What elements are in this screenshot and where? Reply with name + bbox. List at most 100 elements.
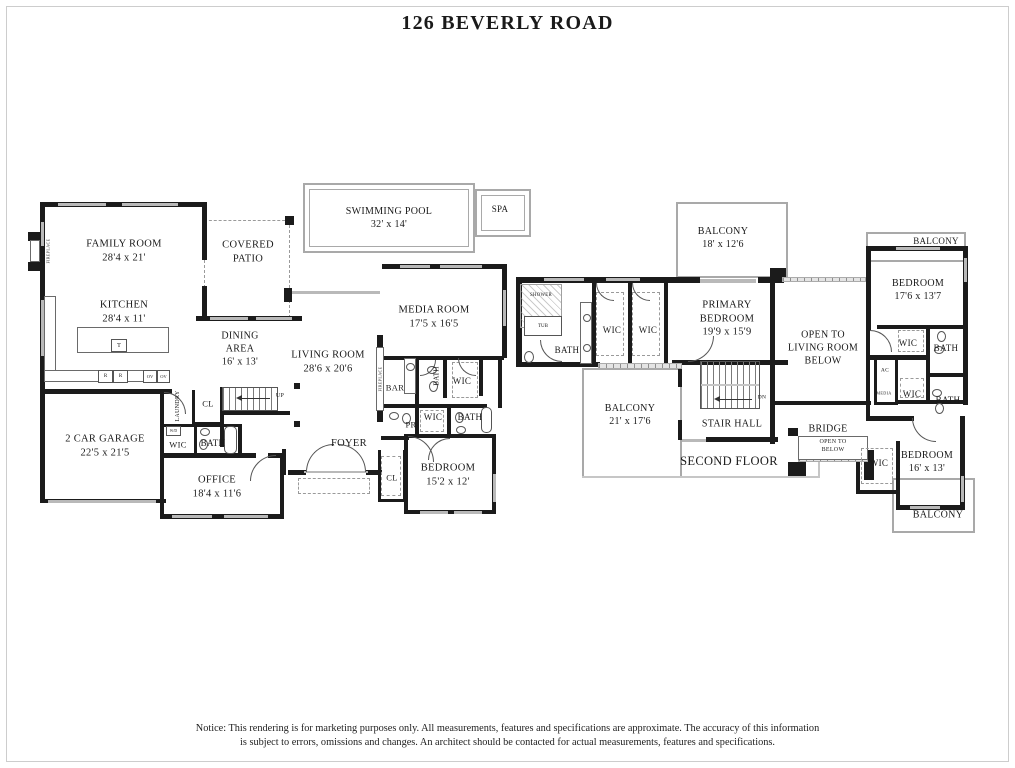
powder-room-label: PR: [405, 419, 417, 430]
front-door-sill: [304, 471, 368, 473]
bed16-right-wall: [960, 416, 965, 510]
window: [224, 515, 268, 518]
stair-divider: [701, 384, 759, 386]
wic8-bottom-wall: [856, 490, 900, 494]
door-arc: [688, 336, 714, 362]
closet-rod: [632, 292, 660, 356]
landing-railing: [598, 363, 682, 369]
wic3-right-wall: [194, 426, 197, 454]
window: [961, 476, 964, 502]
wicL-wall-b: [628, 281, 632, 365]
toilet: [455, 412, 464, 423]
bedroom1-top-wall: [404, 434, 496, 438]
fireplace2-chunk: [377, 335, 383, 347]
window: [400, 265, 430, 268]
patio-bottom-wall: [196, 316, 302, 321]
balcony-label: BALCONY: [912, 509, 964, 521]
wicL-wall-a: [592, 281, 596, 365]
closet-rod: [596, 292, 624, 356]
window: [896, 247, 940, 250]
up-arrow: [236, 395, 270, 401]
sf-cluster-mid-v-wall: [926, 328, 930, 404]
fireplace1-chunk: [28, 232, 42, 241]
patio-post: [285, 216, 294, 225]
bridge-top-wall: [775, 401, 871, 405]
bar-sink: [406, 363, 415, 371]
window: [454, 511, 482, 514]
window: [210, 317, 248, 320]
window: [682, 439, 706, 442]
balcony-slider: [700, 279, 756, 283]
wic-label: WIC: [602, 325, 622, 336]
window: [606, 278, 640, 281]
bed17-left-wall: [866, 248, 871, 330]
door-arc: [306, 444, 334, 472]
toilet: [429, 381, 438, 392]
bedroom1-bottom-wall: [404, 510, 496, 514]
wicL-wall-c: [664, 281, 668, 365]
left-exterior-wall: [40, 202, 45, 394]
closet-rod: [861, 448, 893, 484]
wic-label: WIC: [898, 338, 918, 349]
bath-label: BATH: [200, 438, 226, 449]
sf-cluster-right-wall: [963, 325, 968, 405]
living-post: [294, 421, 300, 427]
ac-closet-wall: [895, 360, 898, 382]
sf-cluster-mid-h-wall: [866, 355, 928, 360]
bridge-chunk: [788, 462, 806, 476]
sf-cluster-left-lower: [866, 400, 870, 418]
wic-label: WIC: [423, 412, 443, 423]
wic-wall: [479, 358, 483, 396]
wic-label: WIC: [869, 458, 889, 469]
dn-arrow: [714, 396, 752, 402]
stairs-up: [222, 387, 278, 411]
disclaimer-line-1: Notice: This rendering is for marketing …: [195, 723, 820, 734]
patio-wall-lower: [202, 286, 207, 320]
window: [503, 290, 506, 326]
tub-box: TUB: [524, 316, 562, 336]
closet-rod: [900, 378, 924, 398]
sink: [583, 314, 591, 322]
living-post: [294, 383, 300, 389]
refrigerator-box: R: [98, 370, 113, 383]
wic8-right-wall: [896, 441, 900, 507]
page-border-frame: [6, 6, 1009, 762]
bar-bath-wall: [415, 358, 419, 404]
bed16-top-wall: [866, 416, 914, 421]
bath-label: BATH: [935, 395, 961, 406]
window: [964, 258, 967, 282]
foyer-left-wall: [282, 449, 286, 475]
bathtub: [224, 426, 237, 454]
media-closet-bottom: [874, 402, 898, 405]
stairhall-left-wall-b: [678, 420, 682, 440]
second-floor-label: SECOND FLOOR: [680, 453, 778, 468]
disclaimer-line-2: is subject to errors, omissions and chan…: [240, 736, 775, 748]
oven-box: OV: [143, 370, 157, 383]
vanity-counter: [580, 302, 592, 364]
up-label: UP: [275, 393, 285, 400]
sf-cluster-bottom-wall: [898, 400, 968, 404]
sink: [934, 346, 944, 354]
sliding-door: [292, 291, 380, 294]
bridge-chunk: [788, 428, 798, 436]
balcony-outline-bottomright: [892, 478, 975, 533]
patio-boundary-dash: [204, 220, 290, 318]
window: [58, 203, 106, 206]
foyer-front-wall-a: [288, 470, 306, 475]
wic-label: WIC: [452, 376, 472, 387]
bed17-right-wall: [963, 246, 968, 330]
window: [256, 317, 292, 320]
oven-box: OV: [157, 370, 170, 383]
balcony-outline-top: [676, 202, 788, 278]
office-left-wall: [160, 453, 164, 519]
fireplace2-chunk: [377, 410, 383, 422]
balcony-label: BALCONY: [913, 236, 959, 247]
wic-label: WIC: [169, 439, 187, 450]
bath-cluster-right-wall: [498, 356, 502, 408]
